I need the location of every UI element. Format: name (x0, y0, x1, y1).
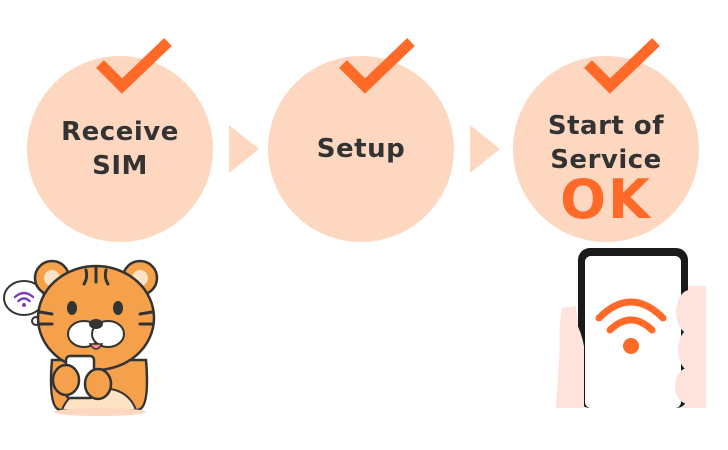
arrow-right-icon (229, 125, 259, 173)
wifi-icon (595, 298, 667, 354)
step-label-line2: SIM (92, 151, 148, 181)
tiger-mascot (3, 259, 159, 416)
step-label-line1: Setup (316, 134, 406, 164)
step-label-line1: Receive (61, 117, 179, 147)
step-label-line1: Start of (547, 111, 665, 141)
check-icon (96, 38, 172, 94)
check-icon (339, 38, 415, 94)
check-icon (584, 38, 660, 94)
status-ok: OK (560, 168, 652, 231)
step-label-line2: Service (550, 145, 662, 175)
arrow-right-icon (470, 125, 500, 173)
wifi-icon (13, 291, 35, 307)
smartphone-icon (556, 248, 706, 408)
